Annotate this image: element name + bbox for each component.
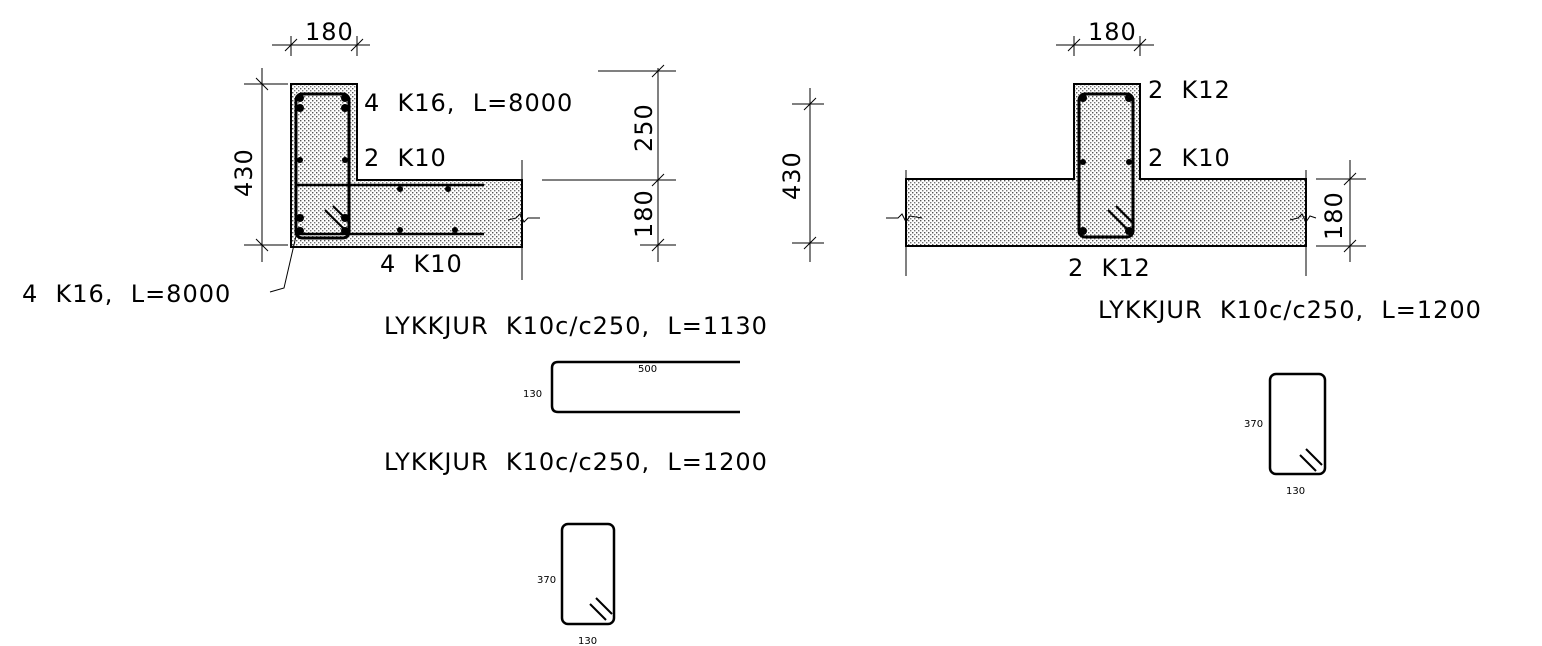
left-corner-leader: [269, 235, 297, 293]
right-bar: [1126, 159, 1132, 165]
right-bar: [1079, 94, 1087, 102]
left-closed-width-dim: 130: [578, 636, 597, 646]
right-hook: [1107, 209, 1129, 231]
left-bar: [342, 157, 348, 163]
right-bottom-bars-label: 2 K12: [1068, 254, 1151, 282]
left-bar: [296, 94, 304, 102]
left-side-bars-label: 2 K10: [364, 144, 447, 172]
left-break-symbol: [507, 213, 540, 223]
right-bar: [1079, 227, 1087, 235]
left-hook: [324, 209, 346, 231]
right-dim-slab-tick2: [1343, 239, 1357, 253]
right-top-width-dim: 180: [1088, 18, 1137, 46]
right-break-symbol-left: [886, 213, 923, 223]
left-dim-top-tick1: [284, 38, 298, 52]
right-bar: [1080, 159, 1086, 165]
left-bar: [445, 186, 451, 192]
left-bar: [397, 186, 403, 192]
left-height-dim: 430: [230, 148, 258, 197]
right-concrete-outline: [905, 83, 1307, 247]
left-bar: [341, 214, 349, 222]
left-bar: [341, 94, 349, 102]
right-dim-top-tick1: [1067, 38, 1081, 52]
right-hook-2: [1115, 205, 1133, 223]
right-section: 180 2 K12 2 K10 2 K12 180 LYKKJUR K10c/c…: [886, 18, 1482, 497]
right-closed-stirrup-shape: [1268, 372, 1327, 476]
left-stirrup-closed-label: LYKKJUR K10c/c250, L=1200: [384, 448, 768, 476]
right-dim-slab-tick1: [1343, 172, 1357, 186]
mid-height-dim: 430: [778, 151, 806, 200]
right-bar: [1125, 94, 1133, 102]
left-section: 180 430 4 K16, L=8000 2 K10 4 K10 4 K16,…: [22, 18, 824, 308]
left-closed-height-dim: 370: [537, 575, 556, 586]
right-closed-hook: [1299, 454, 1317, 472]
right-slab-dim: 180: [1320, 191, 1348, 240]
left-dim-right-tick3: [651, 238, 665, 252]
left-schedule: LYKKJUR K10c/c250, L=1130 500 130 LYKKJU…: [384, 312, 768, 646]
left-dim-right-tick1: [651, 64, 665, 78]
left-top-bars-label: 4 K16, L=8000: [364, 89, 573, 117]
right-side-bars-label: 2 K10: [1148, 144, 1231, 172]
left-bottom-bars-label: 4 K10: [380, 250, 463, 278]
right-bar: [1125, 227, 1133, 235]
left-dim-top-tick2: [350, 38, 364, 52]
left-u-stirrup-shape: [550, 360, 740, 414]
right-closed-hook-2: [1305, 448, 1323, 466]
left-closed-stirrup-shape: [560, 522, 616, 626]
right-dim-top-tick2: [1133, 38, 1147, 52]
right-closed-height-dim: 370: [1244, 419, 1263, 430]
left-dim-height-tick1: [255, 77, 269, 91]
left-dim-height-tick2: [255, 238, 269, 252]
left-bar: [296, 227, 304, 235]
left-bar: [341, 104, 349, 112]
left-right-dim-lower: 180: [630, 189, 658, 238]
left-u-length-dim: 500: [638, 364, 657, 375]
left-dim-right-tick2: [651, 173, 665, 187]
left-closed-hook-2: [595, 597, 613, 615]
left-bar: [297, 157, 303, 163]
left-bar: [397, 227, 403, 233]
left-u-height-dim: 130: [523, 389, 542, 400]
left-corner-bars-label: 4 K16, L=8000: [22, 280, 240, 308]
right-top-bars-label: 2 K12: [1148, 76, 1231, 104]
right-break-symbol-right: [1289, 213, 1317, 223]
left-stirrup: [294, 92, 351, 240]
left-bar: [296, 214, 304, 222]
left-bar: [341, 227, 349, 235]
left-top-width-dim: 180: [305, 18, 354, 46]
left-stirrup-u-label: LYKKJUR K10c/c250, L=1130: [384, 312, 768, 340]
right-closed-width-dim: 130: [1286, 486, 1305, 497]
left-closed-hook: [589, 603, 607, 621]
left-right-dim-upper: 250: [630, 103, 658, 152]
left-bar: [296, 104, 304, 112]
left-bar: [452, 227, 458, 233]
right-stirrup-label: LYKKJUR K10c/c250, L=1200: [1098, 296, 1482, 324]
right-stirrup: [1077, 92, 1135, 239]
